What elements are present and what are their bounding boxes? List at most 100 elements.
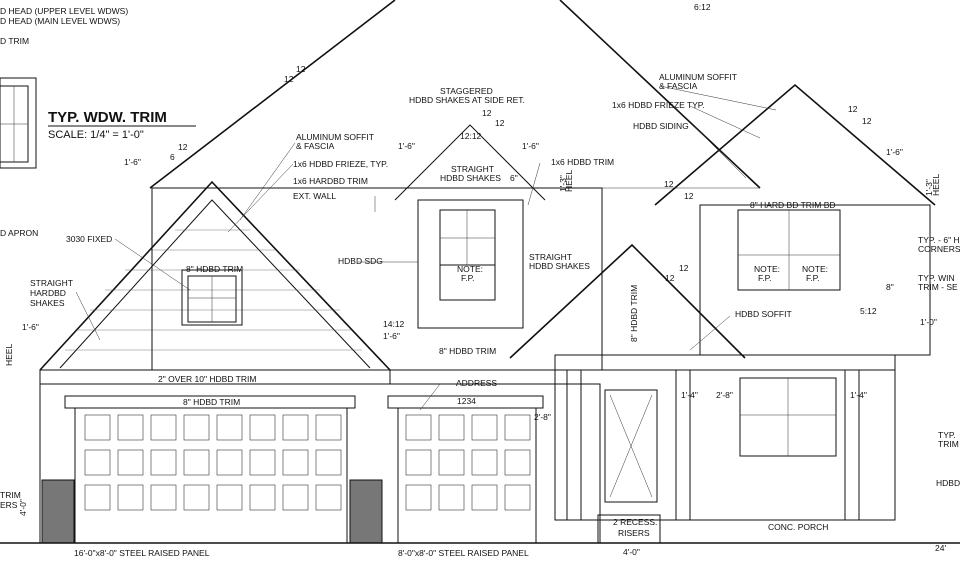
pitch-14-12: 14:12 <box>383 319 405 329</box>
label-recess-1: 2 RECESS. <box>613 517 657 527</box>
label-straight-shakes-p2: HDBD SHAKES <box>529 261 590 271</box>
label-typ-corners-2: CORNERS <box>918 244 960 254</box>
drawing-scale: SCALE: 1/4" = 1'-0" <box>48 129 144 141</box>
center-section <box>151 124 603 371</box>
label-staggered-2: HDBD SHAKES AT SIDE RET. <box>409 95 525 105</box>
label-fp-a: F.P. <box>461 273 475 283</box>
label-over-trim: 2" OVER 10" HDBD TRIM <box>158 374 256 384</box>
pitch-12-f: 12 <box>679 263 689 273</box>
left-gable <box>39 180 391 385</box>
label-porch-trim: 8" HDBD TRIM <box>439 346 496 356</box>
label-straight-1: STRAIGHT <box>30 278 73 288</box>
shakes-pattern <box>65 229 362 351</box>
label-note-c: NOTE: <box>802 264 828 274</box>
label-fp-b: F.P. <box>758 273 772 283</box>
dim-8: 8" <box>886 282 894 292</box>
pitch-12-c: 12 <box>284 74 294 84</box>
pitch-12-k: 12 <box>684 191 694 201</box>
dim-4-0: 4'-0" <box>623 547 640 557</box>
label-address: ADDRESS <box>456 378 497 388</box>
drawing-title: TYP. WDW. TRIM <box>48 109 167 126</box>
label-alum-soffit-l2: & FASCIA <box>296 141 335 151</box>
label-note-a: NOTE: <box>457 264 483 274</box>
stone-pier-mid <box>349 479 383 544</box>
label-hdbd-siding: HDBD SIDING <box>633 121 689 131</box>
dim-1-6-e: 1'-6" <box>886 147 903 157</box>
label-typ-wind-2: TRIM - SE <box>918 282 958 292</box>
dormer-window <box>439 209 496 266</box>
dim-1-4-b: 1'-4" <box>850 390 867 400</box>
pitch-6: 6 <box>170 152 175 162</box>
label-frieze-typ-r: 1x6 HDBD FRIEZE TYP. <box>612 100 705 110</box>
label-hdbd-right: HDBD <box>936 478 960 488</box>
note-head-main: D HEAD (MAIN LEVEL WDWS) <box>0 16 120 26</box>
stone-pier-left <box>41 479 75 544</box>
dim-2-8-b: 2'-8" <box>716 390 733 400</box>
label-alum-soffit-l1: ALUMINUM SOFFIT <box>296 132 374 142</box>
pitch-12-12: 12:12 <box>460 131 482 141</box>
label-trim-1x6: 1x6 HDBD TRIM <box>551 157 614 167</box>
dim-1-4-a: 1'-4" <box>681 390 698 400</box>
front-door <box>604 389 658 503</box>
pitch-12-e: 12 <box>482 108 492 118</box>
label-note-b: NOTE: <box>754 264 780 274</box>
label-garage-door-2: 8'-0"x8'-0" STEEL RAISED PANEL <box>398 548 529 558</box>
pitch-12-i: 12 <box>862 116 872 126</box>
garage-door-large <box>74 407 348 544</box>
label-straight-shakes-d1: STRAIGHT <box>451 164 494 174</box>
label-conc-porch: CONC. PORCH <box>768 522 828 532</box>
label-hardbd-trim: 1x6 HARDBD TRIM <box>293 176 368 186</box>
note-head-upper: D HEAD (UPPER LEVEL WDWS) <box>0 6 128 16</box>
pitch-12-g: 12 <box>665 273 675 283</box>
porch <box>509 243 896 544</box>
heel-left: HEEL <box>4 344 14 366</box>
heel-dormer: HEEL <box>564 170 574 192</box>
dim-24: 24' <box>935 543 946 553</box>
label-typ-trim-1: TYP. <box>938 430 956 440</box>
label-typ-corners-1: TYP. - 6" H <box>918 235 960 245</box>
dim-2-8-a: 2'-8" <box>534 412 551 422</box>
label-straight-3: SHAKES <box>30 298 65 308</box>
label-fp-c: F.P. <box>806 273 820 283</box>
pitch-6-12: 6:12 <box>694 2 711 12</box>
label-address-num: 1234 <box>457 396 476 406</box>
note-apron: D APRON <box>0 228 38 238</box>
label-trim-vert: 8" HDBD TRIM <box>629 285 639 342</box>
label-garage-trim: 8" HDBD TRIM <box>183 397 240 407</box>
label-gable-trim: 8" HDBD TRIM <box>186 264 243 274</box>
label-straight-shakes-d2: HDBD SHAKES <box>440 173 501 183</box>
dim-1-6-a: 1'-6" <box>124 157 141 167</box>
heel-dim-dormer: 1'-3" <box>558 175 568 192</box>
note-trim: D TRIM <box>0 36 29 46</box>
dim-4-0-left: 4'-0" <box>18 499 28 516</box>
label-frieze-typ: 1x6 HDBD FRIEZE, TYP. <box>293 159 388 169</box>
dim-1-6-b: 1'-6" <box>398 141 415 151</box>
label-hard-bd-trim: 8" HARD BD TRIM BD <box>750 200 836 210</box>
label-hdbd-soffit: HDBD SOFFIT <box>735 309 792 319</box>
pitch-12-b: 12 <box>296 64 306 74</box>
dim-1-6-c: 1'-6" <box>522 141 539 151</box>
pitch-12-j: 12 <box>664 179 674 189</box>
label-alum-soffit-r2: & FASCIA <box>659 81 698 91</box>
pitch-12-d: 12 <box>495 118 505 128</box>
leader-lines <box>75 85 777 411</box>
label-risers-left: ERS <box>0 500 18 510</box>
pitch-5-12: 5:12 <box>860 306 877 316</box>
label-staggered-1: STAGGERED <box>440 86 493 96</box>
dim-1-6-d: 1'-6" <box>383 331 400 341</box>
dim-6-a: 6" <box>510 173 518 183</box>
pitch-12-a: 12 <box>178 142 188 152</box>
label-typ-wind-1: TYP. WIN <box>918 273 955 283</box>
label-hdbd-sdg: HDBD SDG <box>338 256 383 266</box>
gable-window <box>181 269 243 326</box>
label-3030-fixed: 3030 FIXED <box>66 234 112 244</box>
label-ext-wall: EXT. WALL <box>293 191 336 201</box>
label-recess-2: RISERS <box>618 528 650 538</box>
label-trim-left: TRIM <box>0 490 21 500</box>
window-top-left <box>0 77 37 169</box>
pitch-12-h: 12 <box>848 104 858 114</box>
garage <box>39 383 601 544</box>
dim-1-6-left: 1'-6" <box>22 322 39 332</box>
label-straight-shakes-p1: STRAIGHT <box>529 252 572 262</box>
